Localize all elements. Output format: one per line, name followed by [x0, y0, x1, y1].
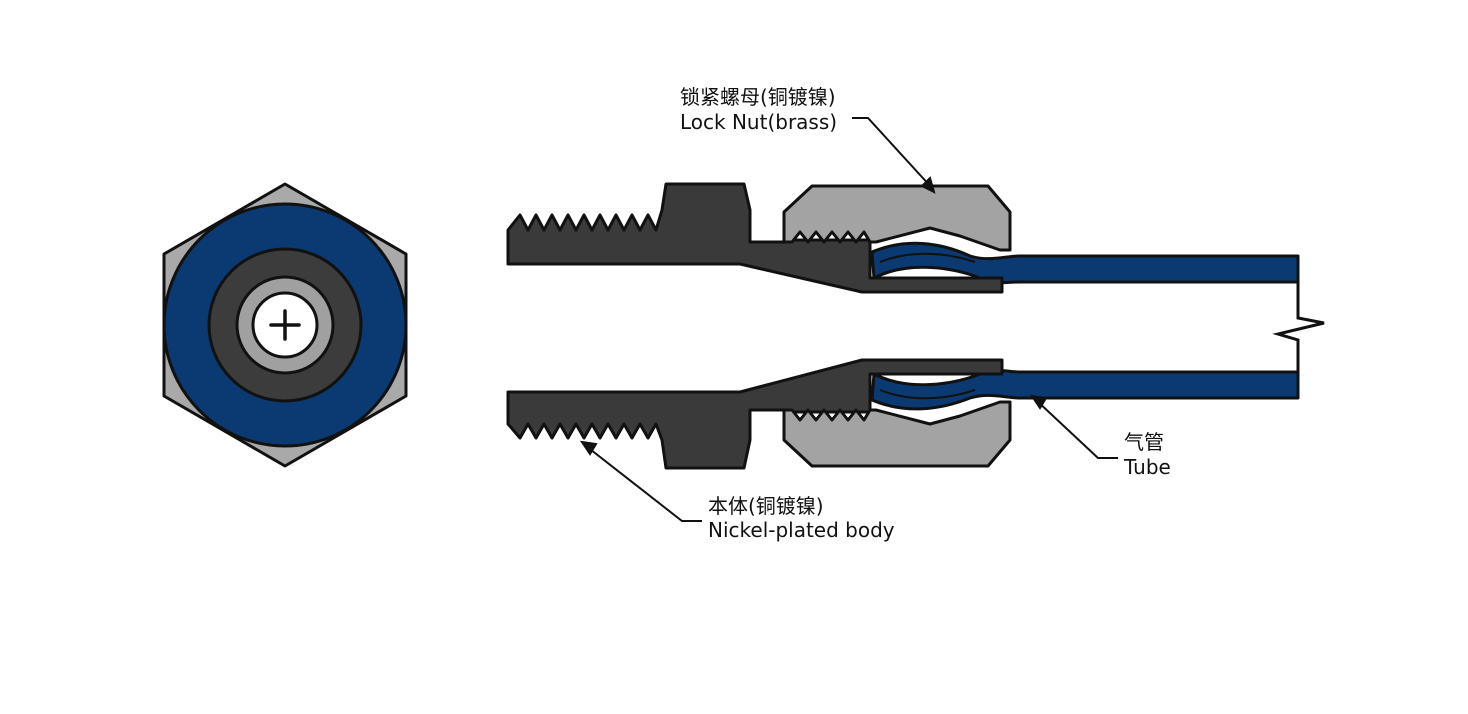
body-upper-half: [506, 182, 1004, 294]
lock-nut-label-cn: 锁紧螺母(铜镀镍): [680, 85, 836, 109]
body-label-cn: 本体(铜镀镍): [708, 494, 824, 518]
body-leader: [585, 445, 702, 522]
tube-lower-wall: [870, 368, 1300, 411]
end-view: [162, 182, 408, 468]
tube-leader: [1035, 399, 1118, 459]
lock-nut-leader: [852, 117, 933, 189]
tube-break-line: [1272, 282, 1325, 372]
tube-label-en: Tube: [1124, 455, 1171, 479]
section-view: [506, 182, 1325, 470]
ferrule-upper: [879, 252, 976, 263]
tube-label-cn: 气管: [1124, 430, 1164, 454]
lock-nut-lower: [782, 400, 1012, 468]
lock-nut-label-en: Lock Nut(brass): [680, 110, 838, 134]
body-label-en: Nickel-plated body: [708, 518, 895, 542]
leader-lines: [579, 117, 1118, 522]
tube-arrow-icon: [1029, 394, 1048, 410]
lock-nut-arrow-icon: [920, 176, 936, 194]
lock-nut-upper: [782, 184, 1012, 252]
ferrule-lower: [879, 389, 976, 400]
body-lower-half: [506, 358, 1004, 470]
body-arrow-icon: [579, 440, 598, 456]
center-cross-icon: [269, 309, 301, 341]
